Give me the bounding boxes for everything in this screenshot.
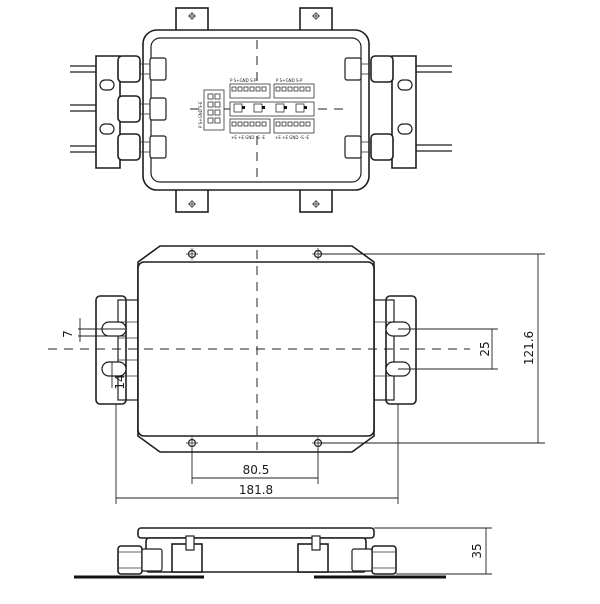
mounting-slot [101,361,127,377]
terminal-label: P S+GND S-P [276,78,303,83]
terminal-label: +E +E GND -S -E [275,135,309,140]
bolt [311,535,321,551]
dim-label: 121.6 [522,331,536,365]
mounting-ears-top [175,7,333,213]
bolt [185,535,195,551]
left-flange [95,55,121,169]
right-flange [391,55,417,169]
side-glands-left [117,545,163,575]
flange-slot [99,123,115,135]
terminal-block-bottom-right: +E +E GND -S -E [273,118,315,140]
terminal-label: +E +E GND -S -E [231,135,265,140]
terminal-block-bottom-left: +E +E GND -S -E [229,118,271,140]
flange-slot [397,123,413,135]
terminal-side-label: P S+GND S-E [198,101,203,128]
front-view: 7 14 25 121.6 80.5 [48,245,545,504]
top-view: P S+GND S-E P S+GND S-P P S+GND S-P [70,7,452,213]
dim-label: 14 [113,374,127,389]
dim-hole-spacing: 80.5 [191,448,319,484]
cable-glands-left [117,55,167,161]
dim-height: 121.6 [318,253,545,444]
terminal-middle-row [229,101,315,117]
dim-slot-spacing: 25 [398,328,498,370]
side-glands-right [351,545,397,575]
dim-slot-offset: 7 [61,318,126,342]
dim-label: 7 [61,330,75,338]
cable-glands-right [344,55,394,161]
flange-slot [397,79,413,91]
terminal-block-side: P S+GND S-E [198,89,225,131]
dim-label: 181.8 [239,483,273,497]
flange-slot [99,79,115,91]
terminal-label: P S+GND S-P [230,78,257,83]
dim-label: 25 [478,341,492,356]
lid-profile [137,527,375,539]
side-view: 35 [74,527,492,579]
dim-slot-width: 14 [111,362,127,390]
terminal-block-top-left: P S+GND S-P [229,78,271,99]
dim-width: 181.8 [115,404,399,504]
dim-label: 35 [470,543,484,558]
dim-depth: 35 [374,527,492,575]
terminal-block-top-right: P S+GND S-P [273,78,315,99]
dim-label: 80.5 [243,463,270,477]
right-flange [385,295,417,405]
